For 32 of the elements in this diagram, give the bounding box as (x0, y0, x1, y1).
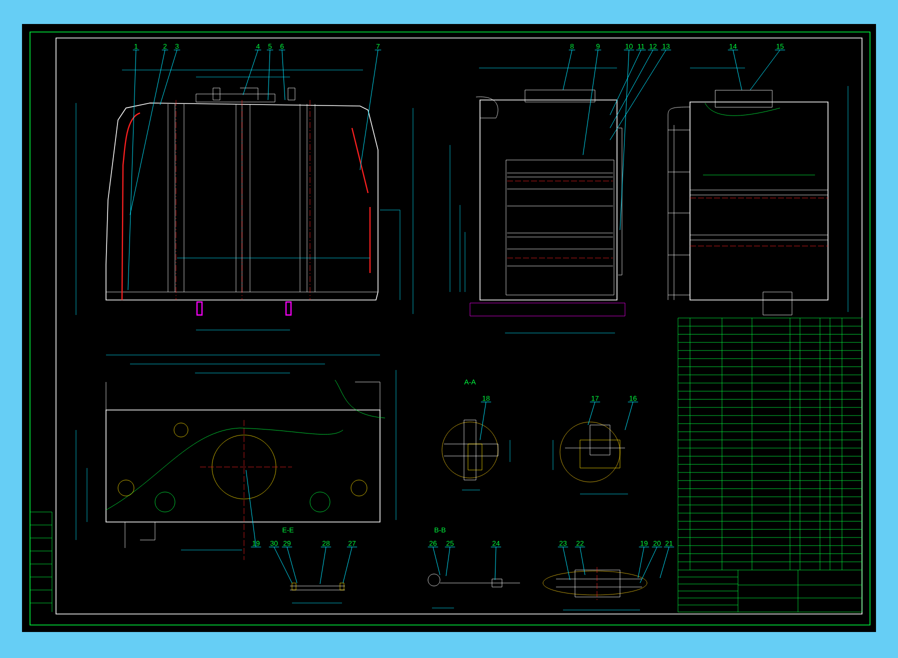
leader-line (282, 546, 298, 584)
leader-line (624, 402, 638, 430)
leader-line (360, 50, 382, 170)
leader-line (342, 546, 358, 584)
leader-line (490, 546, 502, 580)
leader-line (428, 546, 440, 576)
leader-line (638, 546, 650, 578)
leader-line (266, 50, 274, 100)
leader-line (268, 546, 292, 584)
leader-line (246, 470, 262, 548)
leader-line (444, 546, 456, 576)
leader-line (480, 402, 492, 440)
leader-line (610, 50, 672, 140)
leader-line (562, 50, 576, 90)
hatch-cover (715, 90, 772, 108)
leader-line (610, 50, 658, 128)
leader-line (574, 546, 586, 576)
leader-line (728, 50, 742, 90)
leader-line (558, 546, 570, 580)
leader-line (128, 50, 140, 290)
leader-line (660, 546, 674, 578)
leader-line (610, 50, 646, 116)
leader-line (130, 50, 168, 216)
leader-line (242, 50, 262, 96)
leader-line (750, 50, 786, 90)
leader-line (160, 50, 180, 106)
leader-line (582, 50, 602, 156)
leader-line (588, 402, 600, 426)
leader-line (620, 50, 634, 230)
leader-line (320, 546, 332, 584)
leader-line (640, 546, 662, 584)
leader-line (278, 50, 286, 100)
